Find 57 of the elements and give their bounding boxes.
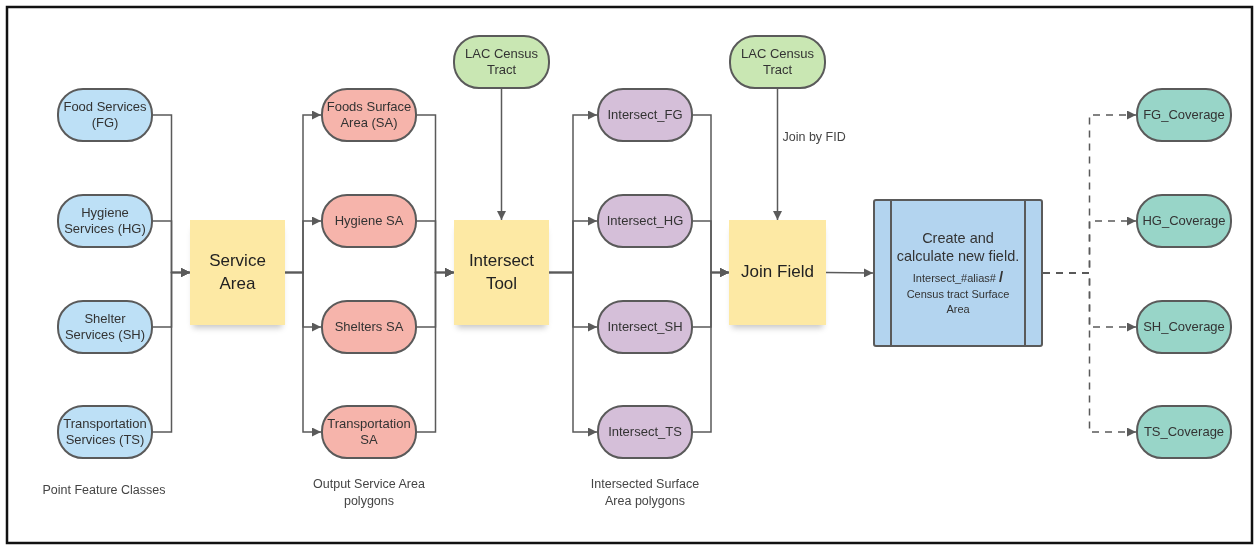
- input-layer-pill: [57, 88, 153, 142]
- coverage-layer-pill: [1136, 88, 1232, 142]
- node-label: TS_Coverage: [1143, 423, 1225, 441]
- node-label: Service Area: [208, 250, 267, 295]
- arrow: [773, 88, 782, 221]
- coverage-layer-pill: [1136, 300, 1232, 354]
- output-layer-pill: [321, 405, 417, 459]
- node-label: Intersect_TS: [608, 423, 682, 441]
- dashed-arrow: [1042, 272, 1137, 437]
- node-label: FG_Coverage: [1143, 106, 1225, 124]
- node-label: Intersect_FG: [607, 106, 683, 124]
- column-caption: Point Feature Classes: [41, 482, 167, 499]
- tool-note: [190, 220, 285, 325]
- node-label: Join Field: [741, 261, 814, 284]
- node-label: HG_Coverage: [1142, 212, 1226, 230]
- node-label: Intersect_HG: [606, 212, 684, 230]
- node-label: Create and calculate new field.: [895, 228, 1021, 266]
- intersect-layer-pill: [597, 300, 693, 354]
- arrow: [497, 88, 506, 221]
- arrow: [692, 268, 730, 433]
- tool-note: [454, 220, 549, 325]
- column-caption: Output Service Area polygons: [312, 476, 426, 510]
- coverage-layer-pill: [1136, 405, 1232, 459]
- predefined-process-box: [873, 199, 1043, 347]
- node-label: LAC Census Tract: [740, 45, 815, 79]
- tool-note: [729, 220, 826, 325]
- output-layer-pill: [321, 194, 417, 248]
- input-layer-pill: [57, 405, 153, 459]
- formula-text: Intersect_#alias# / Census tract Surface Area: [905, 267, 1011, 318]
- node-label: Transportation Services (TS): [62, 415, 148, 449]
- node-label: Shelters SA: [334, 318, 404, 336]
- arrow: [284, 271, 322, 437]
- output-layer-pill: [321, 300, 417, 354]
- census-layer-pill: [453, 35, 550, 89]
- arrow: [825, 268, 874, 278]
- node-label: LAC Census Tract: [464, 45, 539, 79]
- input-layer-pill: [57, 300, 153, 354]
- node-label: Hygiene SA: [334, 212, 404, 230]
- node-label: Intersect Tool: [467, 250, 536, 295]
- node-label: Transportation SA: [326, 415, 412, 449]
- intersect-layer-pill: [597, 194, 693, 248]
- coverage-layer-pill: [1136, 194, 1232, 248]
- node-label: Food Services (FG): [62, 98, 148, 132]
- input-layer-pill: [57, 194, 153, 248]
- arrow: [416, 268, 455, 433]
- intersect-layer-pill: [597, 405, 693, 459]
- node-label: SH_Coverage: [1143, 318, 1225, 336]
- output-layer-pill: [321, 88, 417, 142]
- arrow: [152, 268, 191, 433]
- intersect-layer-pill: [597, 88, 693, 142]
- census-layer-pill: [729, 35, 826, 89]
- node-label: Foods Surface Area (SA): [325, 98, 413, 132]
- column-caption: Intersected Surface Area polygons: [589, 476, 701, 510]
- node-label: Shelter Services (SH): [63, 310, 147, 344]
- arrow: [548, 271, 598, 437]
- node-label: Hygiene Services (HG): [63, 204, 147, 238]
- node-label: Intersect_SH: [607, 318, 683, 336]
